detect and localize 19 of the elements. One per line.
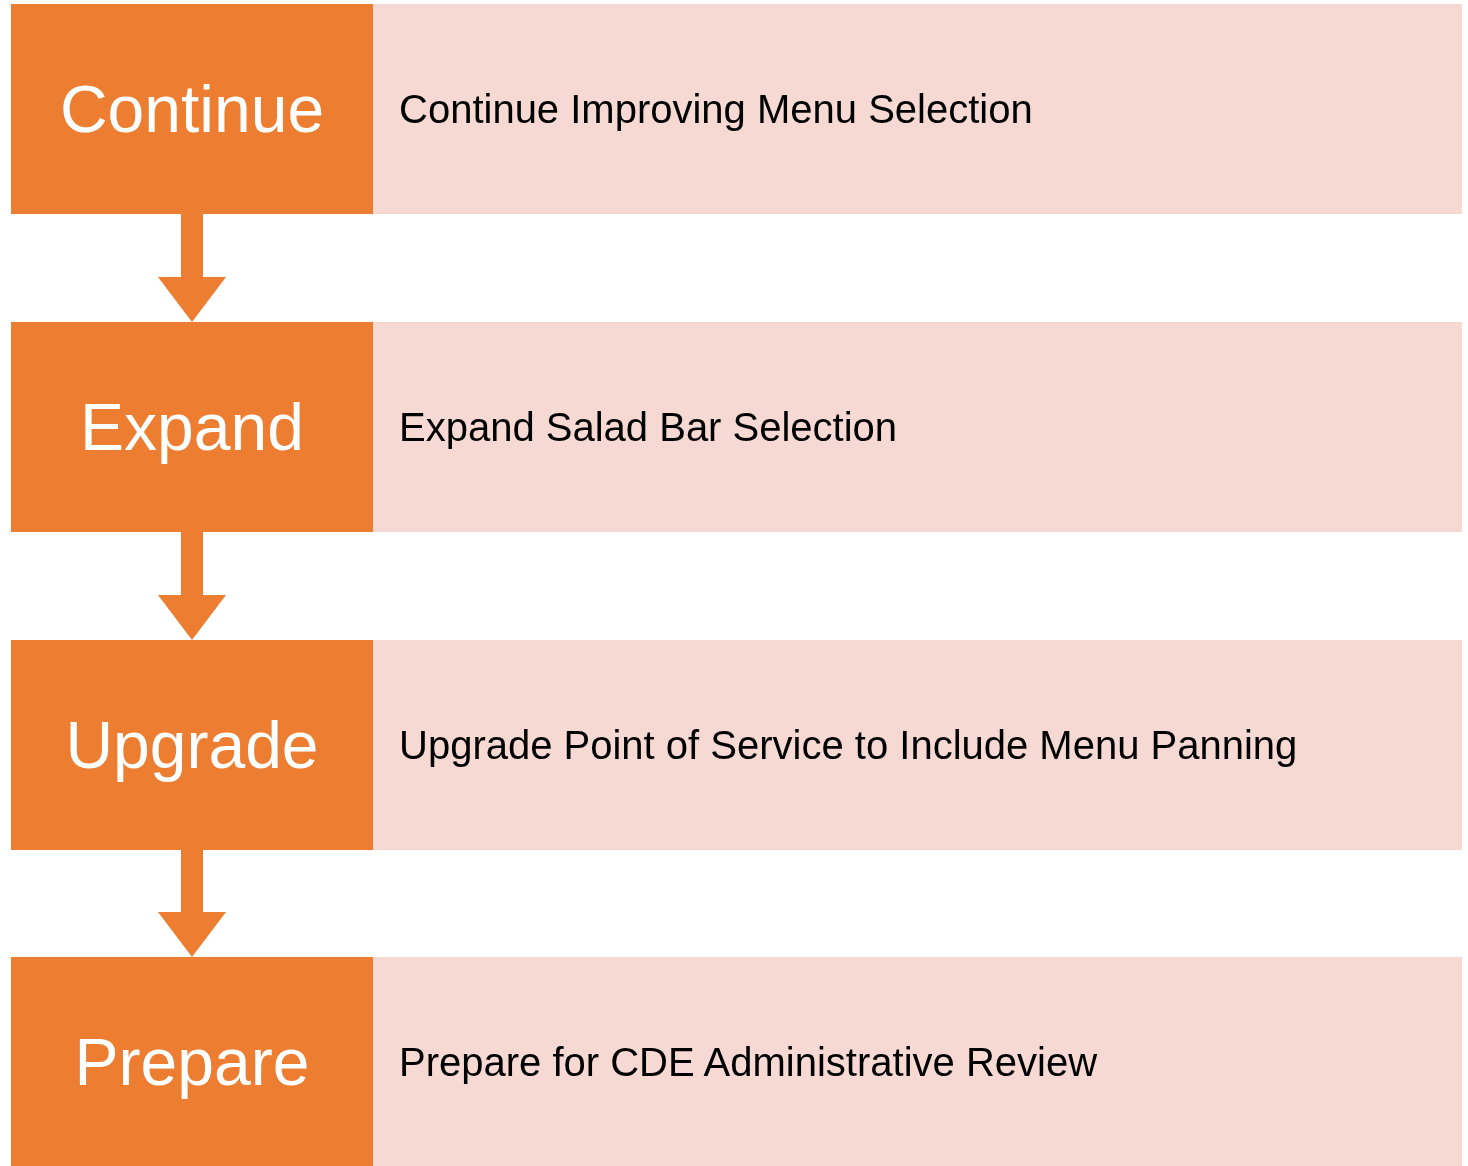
arrow <box>158 850 226 957</box>
detail-band <box>373 957 1462 1166</box>
arrow <box>158 532 226 640</box>
step-title: Continue <box>59 71 325 147</box>
step-title: Prepare <box>74 1024 310 1100</box>
step-box <box>11 322 373 532</box>
step-box <box>11 640 373 850</box>
step-description: Prepare for CDE Administrative Review <box>399 1039 1098 1085</box>
detail-band <box>373 4 1462 214</box>
step-description: Continue Improving Menu Selection <box>399 86 1033 132</box>
step-description: Expand Salad Bar Selection <box>399 404 898 450</box>
step-title: Upgrade <box>65 707 319 783</box>
detail-band <box>373 322 1462 532</box>
step-box <box>11 957 373 1166</box>
step-title: Expand <box>80 389 304 465</box>
step-description: Upgrade Point of Service to Include Menu Panning <box>399 722 1298 768</box>
step-box <box>11 4 373 214</box>
arrow <box>158 214 226 322</box>
detail-band <box>373 640 1462 850</box>
